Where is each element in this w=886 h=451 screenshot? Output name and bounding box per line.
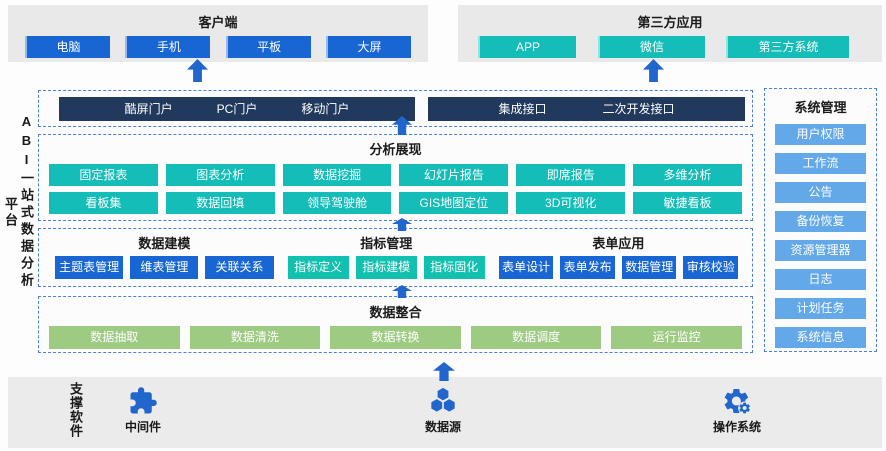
analysis-item-kanban-set[interactable]: 看板集 — [49, 192, 158, 214]
analysis-item-fixed-report[interactable]: 固定报表 — [49, 164, 158, 186]
modeling-item-relation[interactable]: 关联关系 — [205, 256, 274, 279]
client-chip-row: 电脑 手机 平板 大屏 — [8, 31, 428, 58]
form-item-audit[interactable]: 审核校验 — [683, 256, 739, 279]
system-item-workflow[interactable]: 工作流 — [775, 153, 866, 174]
analysis-item-slide-report[interactable]: 幻灯片报告 — [399, 164, 509, 186]
analysis-item-gis-map[interactable]: GIS地图定位 — [399, 192, 509, 214]
integration-layer: 数据整合 数据抽取 数据清洗 数据转换 数据调度 运行监控 — [38, 296, 753, 353]
gears-icon — [692, 382, 782, 416]
integration-item-extract[interactable]: 数据抽取 — [49, 326, 180, 349]
platform-side-label-suffix: 平台 — [3, 197, 18, 229]
group-form-app: 表单应用 表单设计 表单发布 数据管理 审核校验 — [498, 233, 739, 279]
puzzle-icon — [98, 382, 188, 416]
api-item-integration[interactable]: 集成接口 — [498, 102, 547, 116]
group-data-modeling: 数据建模 主题表管理 维表管理 关联关系 — [55, 233, 274, 279]
up-arrow-icon — [187, 59, 208, 82]
analysis-layer: 分析展现 固定报表 图表分析 数据挖掘 幻灯片报告 即席报告 多维分析 看板集 … — [38, 134, 753, 221]
third-party-item-system[interactable]: 第三方系统 — [726, 36, 849, 58]
system-item-system-info[interactable]: 系统信息 — [775, 327, 866, 348]
third-party-item-wechat[interactable]: 微信 — [597, 36, 705, 58]
system-management-panel: 系统管理 用户权限 工作流 公告 备份恢复 资源管理器 日志 计划任务 系统信息 — [764, 88, 877, 352]
integration-item-monitor[interactable]: 运行监控 — [611, 326, 742, 349]
modeling-layer: 数据建模 主题表管理 维表管理 关联关系 指标管理 指标定义 指标建模 指标固化… — [38, 228, 753, 287]
analysis-item-chart-analysis[interactable]: 图表分析 — [165, 164, 275, 186]
client-item-pc[interactable]: 电脑 — [25, 36, 110, 58]
support-item-label: 数据源 — [424, 420, 461, 434]
portal-bar: 酷屏门户 PC门户 移动门户 — [59, 96, 415, 121]
client-panel-title: 客户端 — [198, 15, 238, 30]
group-indicator-mgmt-row: 指标定义 指标建模 指标固化 — [287, 256, 485, 279]
client-item-mobile[interactable]: 手机 — [125, 36, 211, 58]
indicator-item-solidify[interactable]: 指标固化 — [423, 256, 485, 279]
analysis-item-multidim[interactable]: 多维分析 — [633, 164, 742, 186]
third-party-chip-row: APP 微信 第三方系统 — [458, 31, 882, 58]
platform-side-label: ABI一站式数据分析 — [19, 114, 34, 290]
client-item-tablet[interactable]: 平板 — [225, 36, 311, 58]
third-party-panel-title: 第三方应用 — [637, 15, 703, 30]
up-arrow-icon — [643, 59, 664, 82]
portal-layer: 酷屏门户 PC门户 移动门户 集成接口 二次开发接口 — [38, 90, 753, 127]
analysis-item-3d-visual[interactable]: 3D可视化 — [516, 192, 626, 214]
support-software-bar: 支撑软件 中间件 数据源 — [8, 377, 882, 448]
indicator-item-define[interactable]: 指标定义 — [287, 256, 349, 279]
portal-item-mobile[interactable]: 移动门户 — [301, 102, 350, 116]
analysis-item-data-backfill[interactable]: 数据回填 — [165, 192, 275, 214]
portal-item-coolscreen[interactable]: 酷屏门户 — [124, 102, 173, 116]
api-item-secondary-dev[interactable]: 二次开发接口 — [602, 102, 675, 116]
integration-item-schedule[interactable]: 数据调度 — [470, 326, 602, 349]
form-item-publish[interactable]: 表单发布 — [560, 256, 615, 279]
modeling-item-dim-table[interactable]: 维表管理 — [130, 256, 199, 279]
system-item-resource-manager[interactable]: 资源管理器 — [775, 240, 866, 261]
third-party-item-app[interactable]: APP — [478, 36, 576, 58]
analysis-row-1: 固定报表 图表分析 数据挖掘 幻灯片报告 即席报告 多维分析 — [39, 164, 752, 186]
support-item-datasource: 数据源 — [398, 382, 488, 435]
analysis-item-cockpit[interactable]: 领导驾驶舱 — [282, 192, 392, 214]
system-item-user-permission[interactable]: 用户权限 — [775, 124, 866, 145]
indicator-item-model[interactable]: 指标建模 — [355, 256, 417, 279]
form-item-data-mgmt[interactable]: 数据管理 — [621, 256, 677, 279]
client-panel: 客户端 电脑 手机 平板 大屏 — [8, 5, 428, 62]
system-item-log[interactable]: 日志 — [775, 269, 866, 290]
hexagon-cluster-icon — [398, 382, 488, 416]
support-item-label: 操作系统 — [712, 420, 761, 434]
system-management-title: 系统管理 — [794, 100, 847, 115]
group-form-app-title: 表单应用 — [592, 236, 645, 251]
system-item-scheduled-task[interactable]: 计划任务 — [775, 298, 866, 319]
group-indicator-mgmt: 指标管理 指标定义 指标建模 指标固化 — [287, 233, 485, 279]
support-item-os: 操作系统 — [692, 382, 782, 435]
api-bar: 集成接口 二次开发接口 — [428, 96, 745, 121]
analysis-layer-title: 分析展现 — [369, 142, 422, 157]
system-item-announcement[interactable]: 公告 — [775, 182, 866, 203]
client-item-bigscreen[interactable]: 大屏 — [325, 36, 411, 58]
modeling-item-subject-table[interactable]: 主题表管理 — [55, 256, 124, 279]
modeling-groups: 数据建模 主题表管理 维表管理 关联关系 指标管理 指标定义 指标建模 指标固化… — [39, 229, 752, 279]
portal-item-pc[interactable]: PC门户 — [216, 102, 258, 116]
group-form-app-row: 表单设计 表单发布 数据管理 审核校验 — [498, 256, 739, 279]
group-data-modeling-title: 数据建模 — [138, 236, 191, 251]
integration-item-transform[interactable]: 数据转换 — [330, 326, 461, 349]
integration-layer-title: 数据整合 — [369, 305, 422, 320]
group-indicator-mgmt-title: 指标管理 — [360, 236, 413, 251]
system-item-backup-restore[interactable]: 备份恢复 — [775, 211, 866, 232]
integration-row: 数据抽取 数据清洗 数据转换 数据调度 运行监控 — [39, 326, 752, 349]
analysis-row-2: 看板集 数据回填 领导驾驶舱 GIS地图定位 3D可视化 敏捷看板 — [39, 192, 752, 214]
analysis-item-adhoc-report[interactable]: 即席报告 — [516, 164, 626, 186]
support-item-label: 中间件 — [124, 420, 161, 434]
third-party-panel: 第三方应用 APP 微信 第三方系统 — [458, 5, 882, 62]
analysis-item-agile-kanban[interactable]: 敏捷看板 — [633, 192, 742, 214]
integration-item-clean[interactable]: 数据清洗 — [189, 326, 321, 349]
form-item-design[interactable]: 表单设计 — [498, 256, 554, 279]
analysis-item-data-mining[interactable]: 数据挖掘 — [282, 164, 392, 186]
support-item-middleware: 中间件 — [98, 382, 188, 435]
support-software-label: 支撑软件 — [68, 382, 83, 438]
group-data-modeling-row: 主题表管理 维表管理 关联关系 — [55, 256, 274, 279]
